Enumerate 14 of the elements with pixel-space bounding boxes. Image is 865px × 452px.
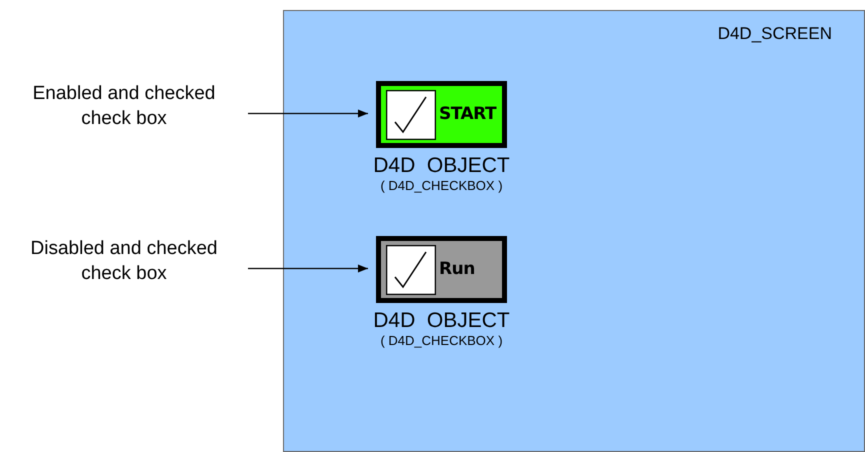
checkbox-widget bbox=[376, 236, 507, 303]
screen-title: D4D_SCREEN bbox=[718, 23, 832, 45]
annotation-text: Enabled and checked check box bbox=[32, 82, 216, 131]
type-caption: ( D4D_CHECKBOX ) bbox=[380, 333, 503, 349]
arrow bbox=[248, 110, 368, 118]
object-caption: D4D OBJECT bbox=[373, 309, 510, 333]
checkbox-widget bbox=[376, 81, 507, 148]
arrow bbox=[248, 264, 368, 272]
type-caption: ( D4D_CHECKBOX ) bbox=[380, 178, 503, 194]
object-caption: D4D OBJECT bbox=[373, 154, 510, 178]
annotation-text: Disabled and checked check box bbox=[30, 237, 218, 286]
checkbox-label: Run bbox=[439, 258, 475, 281]
checkbox-label: START bbox=[439, 102, 496, 126]
screen-panel bbox=[283, 10, 865, 452]
